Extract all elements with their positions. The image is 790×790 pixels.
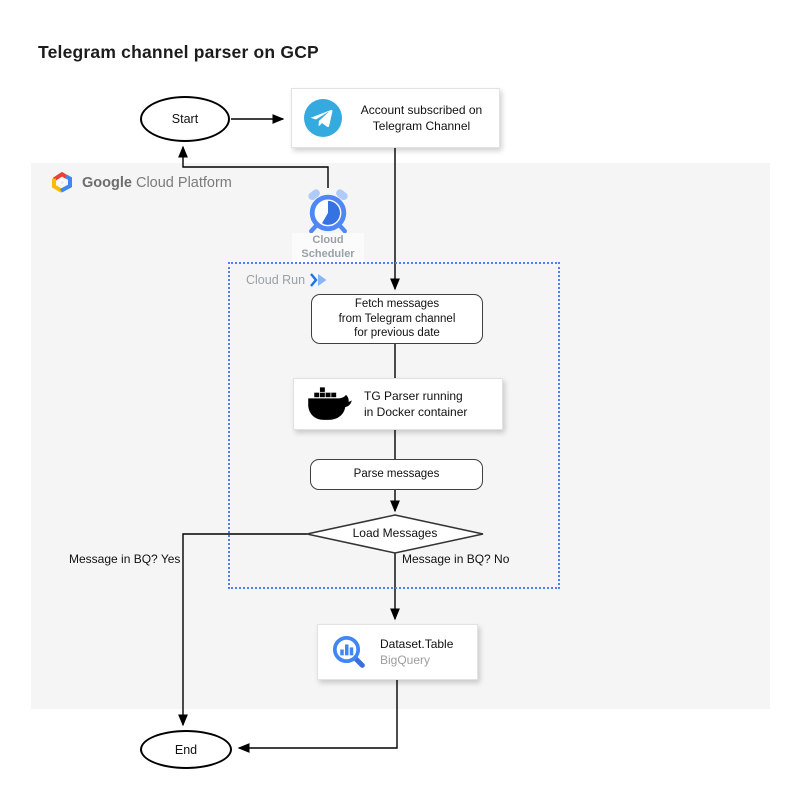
- cloud-run-icon: [310, 273, 328, 287]
- edge-label-no: Message in BQ? No: [402, 552, 510, 566]
- cloud-run-label: Cloud Run: [246, 273, 328, 287]
- end-node: End: [140, 730, 232, 769]
- edge-label-yes: Message in BQ? Yes: [69, 552, 181, 566]
- bigquery-line1: Dataset.Table: [380, 636, 454, 651]
- telegram-icon: [292, 99, 354, 137]
- bigquery-icon: [318, 632, 380, 672]
- gcp-brand-google: Google: [82, 174, 132, 191]
- bigquery-line2: BigQuery: [380, 653, 431, 667]
- cloud-run-container: Cloud Run: [228, 262, 560, 589]
- cloud-scheduler-icon: [305, 188, 351, 239]
- gcp-logo-icon: [50, 172, 74, 193]
- telegram-node: Account subscribed on Telegram Channel: [291, 88, 500, 148]
- parse-messages-node: Parse messages: [310, 459, 483, 490]
- gcp-brand: Google Cloud Platform: [50, 172, 232, 193]
- start-label: Start: [171, 112, 199, 126]
- fetch-line1: Fetch messages: [354, 297, 440, 310]
- decision-label: Load Messages: [352, 526, 438, 540]
- parse-label: Parse messages: [353, 468, 440, 481]
- docker-icon: [294, 387, 364, 421]
- page-title: Telegram channel parser on GCP: [38, 42, 319, 62]
- end-label: End: [174, 742, 198, 757]
- docker-node: TG Parser running in Docker container: [293, 378, 503, 430]
- telegram-line1: Account subscribed on: [360, 102, 483, 117]
- gcp-region: [31, 163, 770, 709]
- start-node: Start: [140, 96, 230, 142]
- fetch-messages-node: Fetch messages from Telegram channel for…: [311, 294, 483, 344]
- telegram-line2: Telegram Channel: [372, 119, 471, 133]
- cloud-scheduler-label: Cloud Scheduler: [292, 233, 364, 263]
- gcp-brand-rest: Cloud Platform: [135, 174, 232, 191]
- fetch-line3: for previous date: [354, 327, 440, 340]
- bigquery-node: Dataset.Table BigQuery: [317, 624, 478, 680]
- docker-line1: TG Parser running: [364, 388, 463, 403]
- docker-line2: in Docker container: [364, 405, 468, 419]
- fetch-line2: from Telegram channel: [338, 312, 456, 325]
